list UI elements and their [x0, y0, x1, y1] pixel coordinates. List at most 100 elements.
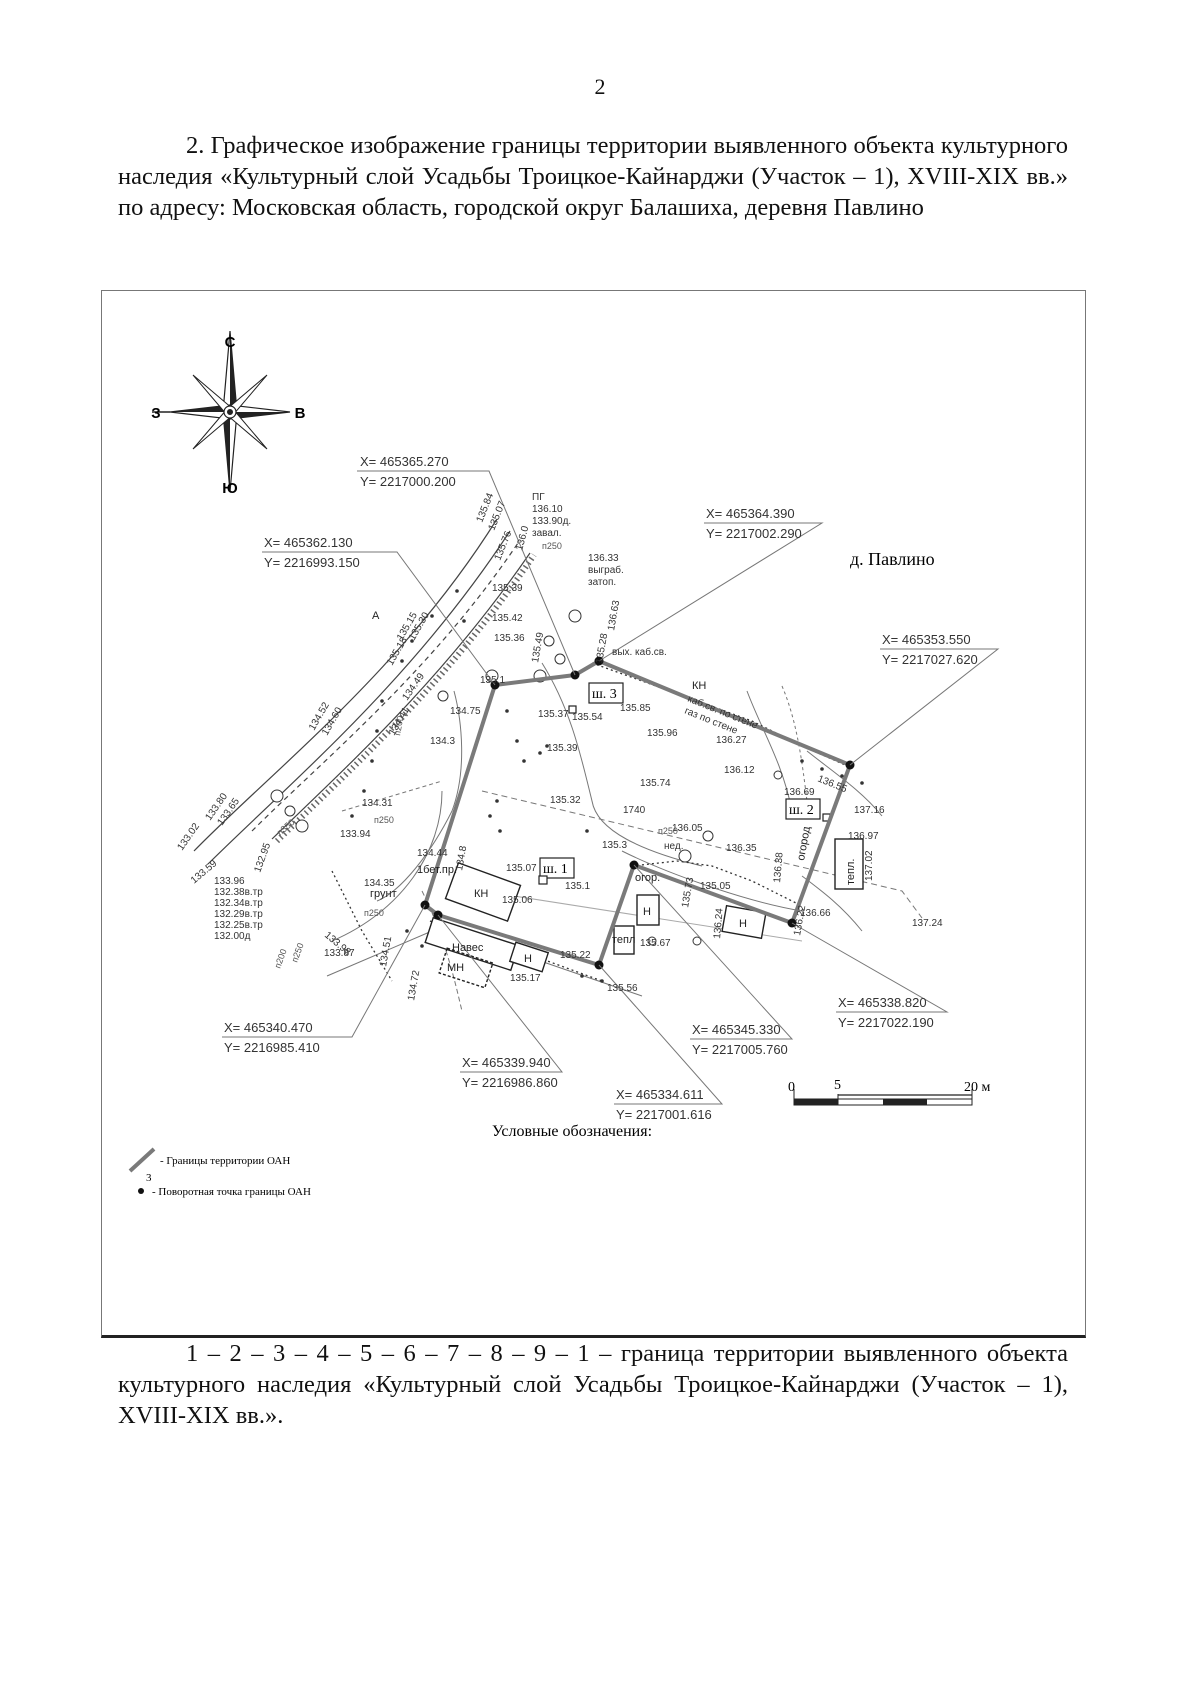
- coord-3-x: X= 465362.130: [264, 535, 353, 550]
- label-n1: Н: [524, 953, 532, 965]
- label-1740: 1740: [623, 805, 646, 816]
- svg-text:135.1: 135.1: [565, 881, 590, 892]
- svg-text:136.66: 136.66: [800, 908, 831, 919]
- coord-6-y: Y= 2216986.860: [462, 1075, 558, 1090]
- svg-text:137.24: 137.24: [912, 918, 943, 929]
- page-number: 2: [594, 74, 606, 99]
- label-n2: Н: [643, 906, 651, 918]
- svg-text:133.94: 133.94: [340, 829, 371, 840]
- svg-text:134.8: 134.8: [454, 845, 469, 872]
- svg-text:135.3: 135.3: [602, 840, 627, 851]
- building-tepl-right: [834, 838, 864, 890]
- callout-leaders: [222, 470, 1000, 1105]
- label-ogorod: огород: [795, 825, 813, 862]
- utility-lines: [326, 662, 923, 1012]
- label-n3: Н: [739, 918, 747, 930]
- building-mn: [438, 947, 494, 989]
- svg-text:136.63: 136.63: [606, 599, 622, 631]
- svg-text:135.06: 135.06: [502, 895, 533, 906]
- label-vyk1: 136.33: [588, 553, 619, 564]
- svg-text:135.37: 135.37: [538, 709, 569, 720]
- label-naves: Навес: [452, 942, 484, 954]
- svg-text:135.74: 135.74: [640, 778, 671, 789]
- svg-text:132.00д: 132.00д: [214, 931, 251, 942]
- svg-text:135.28: 135.28: [594, 632, 610, 664]
- label-grunt: грунт: [370, 888, 397, 900]
- svg-text:132.34в.тр: 132.34в.тр: [214, 898, 263, 909]
- exploration-pits: [538, 682, 831, 885]
- svg-text:133.87: 133.87: [324, 948, 355, 959]
- map-drawing: С Ю З В: [128, 330, 1000, 1198]
- legend-point-swatch: [138, 1188, 144, 1194]
- svg-text:137.16: 137.16: [854, 805, 885, 816]
- svg-text:п250: п250: [364, 908, 384, 918]
- buildings: [424, 838, 864, 989]
- svg-text:136.22: 136.22: [792, 904, 808, 936]
- compass-rose: [152, 330, 291, 493]
- svg-text:134.51: 134.51: [378, 935, 394, 967]
- svg-text:135.32: 135.32: [550, 795, 581, 806]
- scale-twenty: 20 м: [964, 1080, 991, 1095]
- building-kn: [444, 861, 522, 923]
- svg-text:п200: п200: [272, 948, 288, 970]
- label-tepl-right: тепл.: [845, 859, 857, 885]
- label-road-a: А: [372, 610, 380, 622]
- coord-9-x: X= 465338.820: [838, 995, 927, 1010]
- coord-5-y: Y= 2216985.410: [224, 1040, 320, 1055]
- label-tepl-small: тепл: [612, 934, 635, 946]
- label-betpr: 1бет.пр.: [417, 864, 457, 876]
- coord-8-x: X= 465345.330: [692, 1022, 781, 1037]
- svg-text:136.27: 136.27: [716, 735, 747, 746]
- svg-text:134.35: 134.35: [364, 878, 395, 889]
- coord-1-x: X= 465365.270: [360, 454, 449, 469]
- svg-text:136.0: 136.0: [514, 524, 531, 551]
- label-ogor: огор.: [635, 872, 660, 884]
- legend-boundary-swatch: [128, 1147, 156, 1173]
- label-kn-top: КН: [692, 680, 706, 692]
- svg-text:п250: п250: [658, 826, 678, 836]
- svg-text:136.97: 136.97: [848, 831, 879, 842]
- settlement-label: д. Павлино: [850, 549, 935, 569]
- svg-text:135.54: 135.54: [572, 712, 603, 723]
- svg-text:132.38в.тр: 132.38в.тр: [214, 887, 263, 898]
- svg-text:135.49: 135.49: [530, 631, 546, 663]
- svg-text:134.75: 134.75: [450, 706, 481, 717]
- svg-text:135.36: 135.36: [494, 633, 525, 644]
- document-heading: 2. Графическое изображение границы терри…: [118, 130, 1068, 223]
- legend-point-number: 3: [146, 1172, 152, 1184]
- svg-text:137.02: 137.02: [864, 850, 875, 881]
- coord-7-x: X= 465334.611: [616, 1087, 704, 1102]
- coord-2-y: Y= 2217002.290: [706, 526, 802, 541]
- scale-five: 5: [834, 1078, 841, 1093]
- label-vyk3: затоп.: [588, 577, 616, 588]
- pit-1-label: ш. 1: [543, 862, 568, 877]
- coord-9-y: Y= 2217022.190: [838, 1015, 934, 1030]
- coord-4-y: Y= 2217027.620: [882, 652, 978, 667]
- pit-2-label: ш. 2: [789, 803, 814, 818]
- building-tepl-small: [613, 925, 635, 955]
- svg-text:136.69: 136.69: [784, 787, 815, 798]
- label-kn: КН: [474, 888, 488, 900]
- coord-2-x: X= 465364.390: [706, 506, 795, 521]
- svg-text:134.44: 134.44: [417, 848, 448, 859]
- svg-text:136.35: 136.35: [726, 843, 757, 854]
- svg-text:135.05: 135.05: [700, 881, 731, 892]
- label-vyk2: выграб.: [588, 564, 624, 576]
- svg-text:135.1: 135.1: [480, 675, 505, 686]
- label-ned: нед.: [664, 841, 683, 852]
- svg-text:132.25в.тр: 132.25в.тр: [214, 920, 263, 931]
- document-caption: 1 – 2 – 3 – 4 – 5 – 6 – 7 – 8 – 9 – 1 – …: [118, 1338, 1068, 1431]
- caption-text: 1 – 2 – 3 – 4 – 5 – 6 – 7 – 8 – 9 – 1 – …: [118, 1340, 1068, 1429]
- svg-text:136.38: 136.38: [772, 851, 786, 883]
- svg-text:136.12: 136.12: [724, 765, 755, 776]
- road: [193, 518, 537, 865]
- label-pg2: 133.90д.: [532, 516, 571, 527]
- pit-3-label: ш. 3: [592, 687, 617, 702]
- svg-text:135.96: 135.96: [647, 728, 678, 739]
- svg-text:135.39: 135.39: [492, 583, 523, 594]
- label-cable-exit: вых. каб.св.: [612, 646, 667, 658]
- compass-east-label: В: [295, 405, 306, 422]
- svg-text:135.07: 135.07: [506, 863, 537, 874]
- building-n2: [636, 894, 660, 926]
- label-pg1: 136.10: [532, 504, 563, 515]
